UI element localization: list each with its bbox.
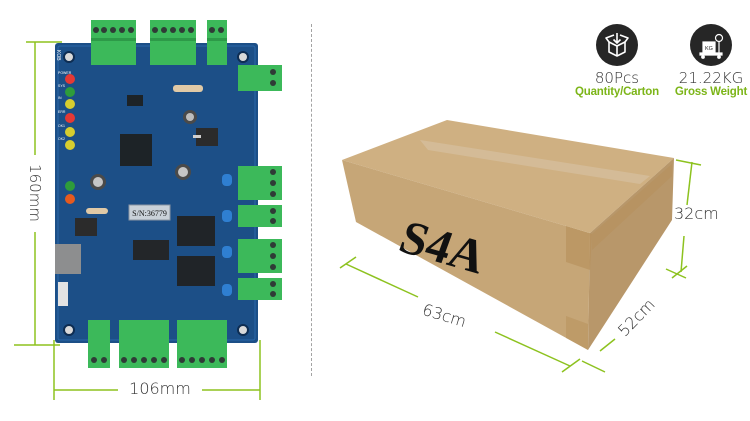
led-label: IN [58, 96, 62, 100]
serial-sticker [128, 204, 171, 221]
carton-height-label: 32cm [674, 204, 719, 223]
weighing-scale-icon: KG [690, 24, 732, 66]
led-label: OK2 [58, 137, 65, 141]
pcb-board [55, 43, 258, 343]
dashed-divider [311, 24, 312, 376]
status-led [65, 194, 75, 204]
spec-weight: KG 21.22KG Gross Weight [663, 24, 750, 99]
carton-illustration: S4A [339, 120, 702, 373]
status-led [65, 113, 75, 123]
pcb-components [55, 85, 232, 306]
quantity-label: Quantity/Carton [575, 86, 659, 98]
led-label: SYS [58, 84, 66, 88]
height-dimension-lines [14, 41, 62, 346]
status-led [65, 140, 75, 150]
top-terminal-blocks [91, 20, 227, 65]
weight-label: Gross Weight [674, 86, 748, 98]
bottom-terminal-blocks [88, 320, 227, 368]
mounting-holes [63, 51, 249, 336]
led-label: OK1 [58, 124, 65, 128]
board-corner-label: KOB [55, 50, 61, 61]
status-led [65, 99, 75, 109]
spec-quantity: 80Pcs Quantity/Carton [568, 24, 666, 99]
width-dimension-label: 106mm [129, 379, 191, 398]
status-led [65, 74, 75, 84]
weight-value: 21.22KG [678, 69, 744, 87]
led-label: POWER [58, 71, 72, 75]
height-dimension-label: 160mm [26, 164, 44, 222]
led-label: ERR [58, 110, 66, 114]
box-download-icon [596, 24, 638, 66]
carton-top-face [342, 120, 674, 233]
width-dimension-lines [53, 340, 261, 400]
quantity-value: 80Pcs [594, 69, 640, 87]
scale-kg-text: KG [705, 46, 713, 52]
carton-panel: S4A 63cm 52cm 32cm [330, 110, 750, 416]
status-led [65, 181, 75, 191]
status-led [65, 87, 75, 97]
carton-side-face [588, 158, 674, 350]
carton-front-face [342, 160, 590, 350]
carton-dimension-lines [339, 159, 702, 373]
status-led [65, 127, 75, 137]
serial-number: S/N:36779 [132, 209, 167, 218]
